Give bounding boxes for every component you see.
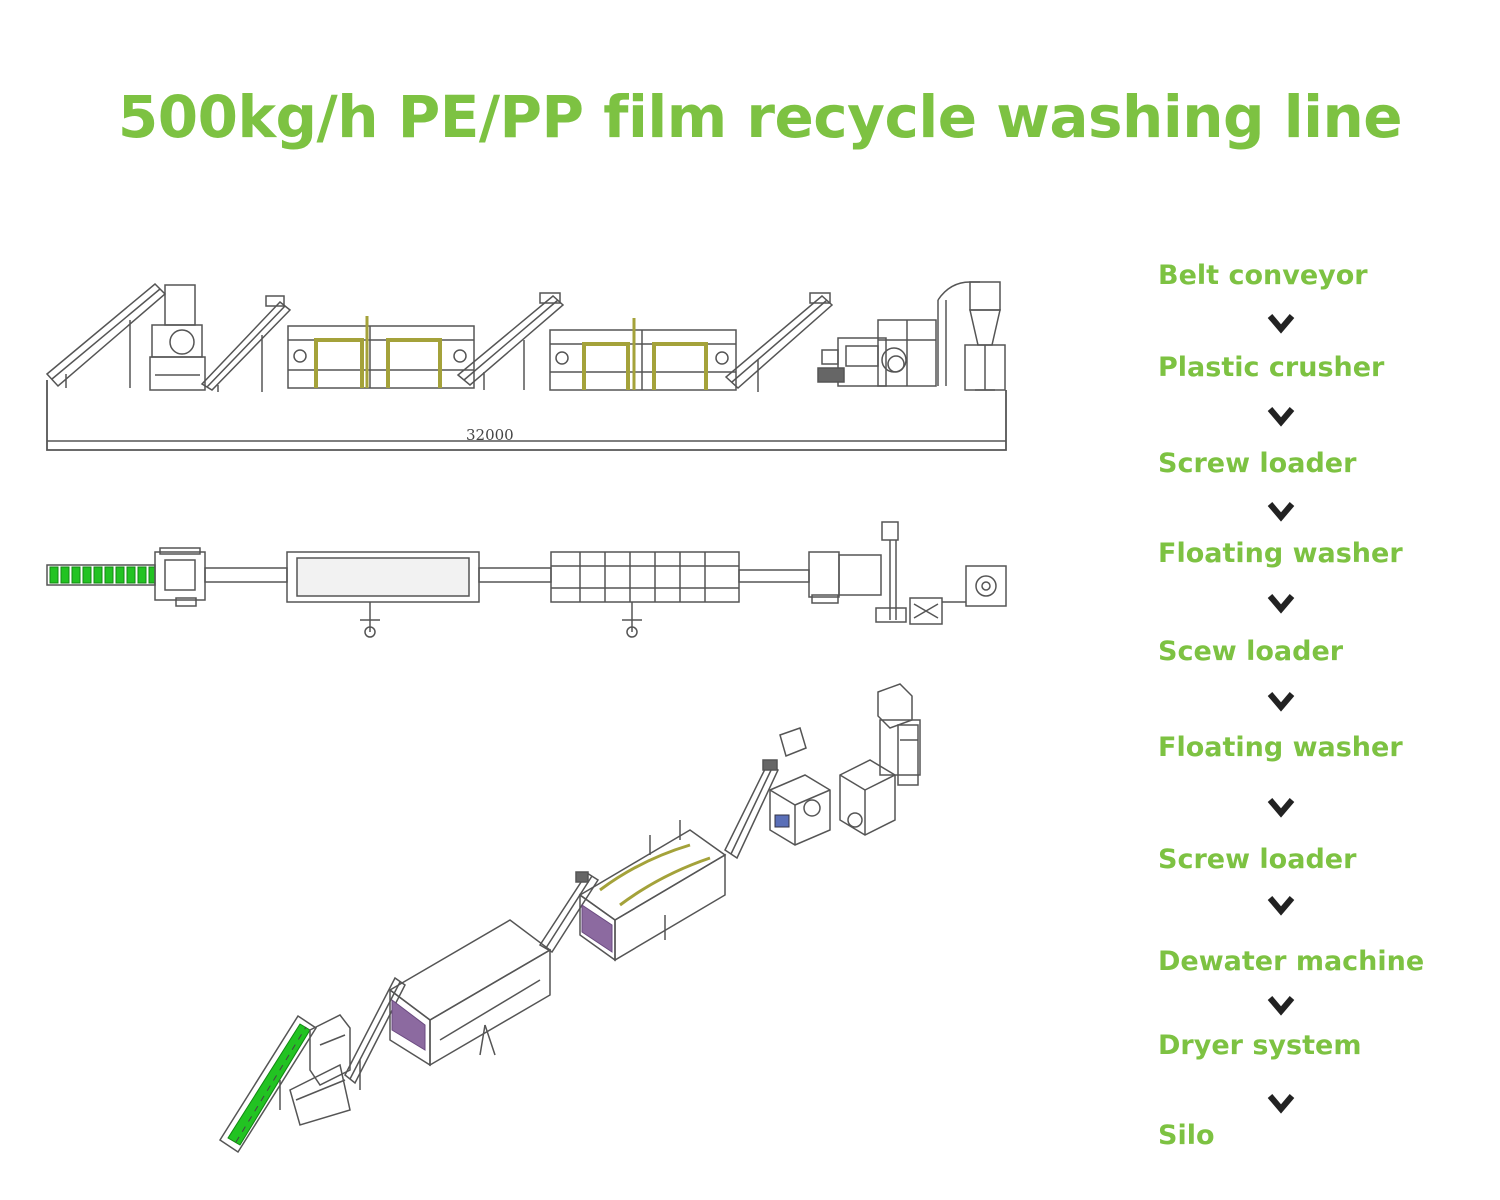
step-label: Plastic crusher (1158, 352, 1385, 383)
silo-side (964, 281, 1006, 391)
screw-loader-iso-3 (724, 759, 779, 860)
floating-washer-side-1 (287, 316, 475, 389)
step-label: Dryer system (1158, 1030, 1362, 1061)
belt-conveyor-iso (218, 1014, 318, 1154)
screw-loader-top-1 (204, 567, 288, 583)
screw-loader-side-1 (200, 295, 292, 392)
screw-loader-side-2 (456, 292, 565, 390)
silo-top (965, 565, 1007, 607)
belt-conveyor-top (46, 564, 156, 586)
floating-washer-top-2 (550, 551, 740, 638)
dimension-label: 32000 (466, 426, 514, 444)
plastic-crusher-side (149, 284, 206, 391)
screw-loader-side-3 (724, 292, 834, 392)
dewater-machine-side (817, 337, 907, 387)
dryer-system-side (877, 281, 980, 387)
step-label: Belt conveyor (1158, 260, 1368, 291)
chevron-down-icon (1267, 896, 1295, 916)
silo-iso (877, 683, 921, 786)
step-label: Screw loader (1158, 448, 1357, 479)
process-flow: Belt conveyor Plastic crusher Screw load… (1158, 0, 1488, 1200)
screw-loader-iso-2 (538, 871, 600, 954)
floating-washer-top-1 (286, 551, 480, 638)
chevron-down-icon (1267, 407, 1295, 427)
chevron-down-icon (1267, 314, 1295, 334)
chevron-down-icon (1267, 502, 1295, 522)
screw-loader-iso-1 (344, 976, 406, 1090)
step-label: Dewater machine (1158, 946, 1425, 977)
step-label: Silo (1158, 1120, 1215, 1151)
dewater-machine-iso (769, 727, 831, 846)
plastic-crusher-top (154, 547, 206, 607)
floating-washer-iso-2 (578, 820, 727, 962)
dryer-system-iso (839, 759, 896, 836)
side-elevation-view: 32000 (45, 281, 1007, 451)
step-label: Screw loader (1158, 844, 1357, 875)
chevron-down-icon (1267, 594, 1295, 614)
dryer-system-top (875, 521, 966, 625)
step-label: Floating washer (1158, 732, 1403, 763)
chevron-down-icon (1267, 798, 1295, 818)
floating-washer-iso-1 (388, 919, 552, 1067)
step-label: Floating washer (1158, 538, 1403, 569)
page-title: 500kg/h PE/PP film recycle washing line (117, 83, 1403, 151)
belt-conveyor-side (45, 282, 167, 388)
floating-washer-side-2 (549, 318, 737, 391)
chevron-down-icon (1267, 692, 1295, 712)
plastic-crusher-iso (289, 1014, 351, 1126)
isometric-view (218, 683, 921, 1154)
top-plan-view (46, 521, 1007, 638)
step-label: Scew loader (1158, 636, 1344, 667)
washing-line-drawing: 32000 (45, 281, 1007, 1154)
screw-loader-top-2 (478, 567, 552, 583)
chevron-down-icon (1267, 996, 1295, 1016)
dewater-machine-top (808, 551, 882, 604)
screw-loader-top-3 (738, 569, 810, 583)
chevron-down-icon (1267, 1094, 1295, 1114)
